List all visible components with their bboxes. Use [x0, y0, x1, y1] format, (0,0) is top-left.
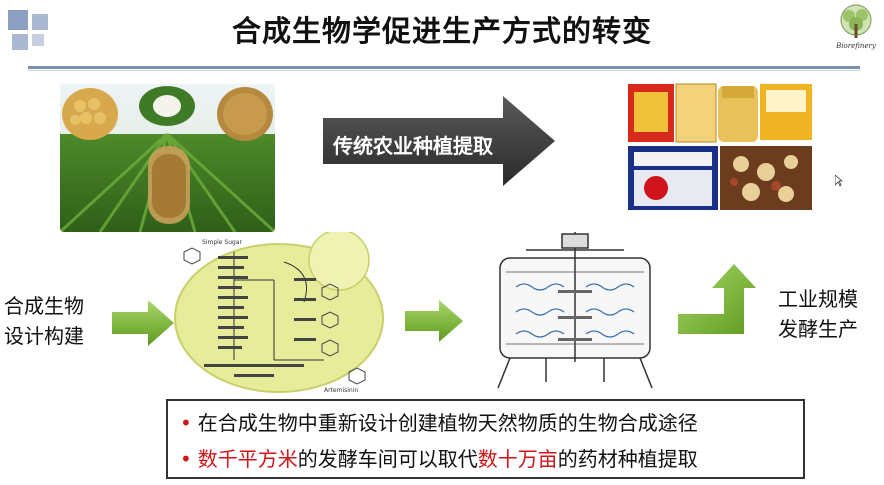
left-label-line-2: 设计构建: [4, 324, 84, 348]
left-label-line-1: 合成生物: [4, 294, 84, 318]
synthetic-biology-design-label: 合成生物 设计构建: [4, 291, 104, 351]
summary-text-1: 在合成生物中重新设计创建植物天然物质的生物合成途径: [197, 411, 698, 435]
right-label-line-1: 工业规模: [778, 287, 858, 311]
bullet-icon: •: [180, 411, 192, 435]
highlight-area-text: 数千平方米: [197, 447, 298, 471]
summary-line-1: •在合成生物中重新设计创建植物天然物质的生物合成途径: [180, 407, 698, 436]
green-arrow-to-fermenter: [405, 300, 463, 342]
bullet-icon: •: [180, 447, 192, 471]
right-label-line-2: 发酵生产: [778, 317, 858, 341]
simple-sugar-label: Simple Sugar: [202, 239, 242, 246]
herbal-medicine-products-photo: [626, 82, 814, 212]
industrial-fermentation-label: 工业规模 发酵生产: [778, 284, 878, 344]
fermentation-tank-diagram: [486, 232, 664, 392]
page-title: 合成生物学促进生产方式的转变: [231, 14, 652, 48]
summary-text-2b: 的药材种植提取: [557, 447, 698, 471]
yeast-metabolic-pathway-diagram: Simple Sugar Artemisinin: [174, 229, 384, 394]
slide-logo-squares: [8, 10, 54, 52]
logo-text: Biorefinery: [836, 42, 876, 50]
artemisinin-label: Artemisinin: [324, 387, 358, 394]
mouse-cursor-icon: [834, 172, 844, 187]
green-arrow-to-cell: [112, 300, 174, 346]
summary-text-2a: 的发酵车间可以取代: [297, 447, 478, 471]
title-divider: [28, 66, 860, 69]
biorefinery-logo: Biorefinery: [832, 2, 880, 54]
highlight-acre-text: 数十万亩: [477, 447, 558, 471]
summary-box: •在合成生物中重新设计创建植物天然物质的生物合成途径 •数千平方米的发酵车间可以…: [166, 399, 805, 479]
traditional-agriculture-arrow: [323, 96, 555, 186]
green-upward-arrow: [678, 264, 756, 338]
farmland-crops-photo: [60, 84, 275, 232]
traditional-agriculture-label: 传统农业种植提取: [333, 134, 493, 158]
title-divider-shadow: [28, 70, 860, 71]
summary-line-2: •数千平方米的发酵车间可以取代数十万亩的药材种植提取: [180, 443, 698, 472]
